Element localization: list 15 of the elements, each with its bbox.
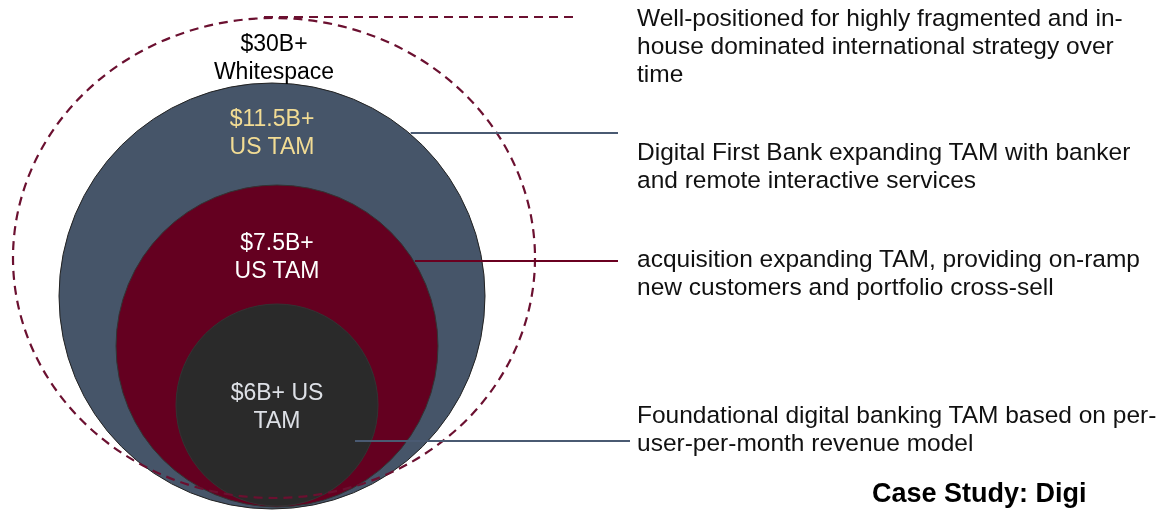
leader-line [409, 132, 619, 134]
annotation-text: acquisition expanding TAM, providing on-ramp new customers and portfolio cross-sell [637, 245, 1159, 301]
heading-text: Case Study: Digi [872, 478, 1087, 509]
dashed-circle [12, 17, 536, 499]
market-size-label: $6B+ US TAM [229, 378, 325, 434]
annotation-text: Well-positioned for highly fragmented and in-house dominated international strategy over time [637, 4, 1159, 88]
leader-line [354, 440, 631, 442]
annotation-text: Foundational digital banking TAM based on per-user-per-month revenue model [637, 401, 1159, 457]
market-size-label: $30B+ Whitespace [212, 29, 336, 85]
circle [175, 303, 379, 507]
annotation-text: Digital First Bank expanding TAM with banker and remote interactive services [637, 138, 1159, 194]
market-size-label: $7.5B+ US TAM [233, 228, 321, 284]
circle [115, 184, 439, 508]
leader-line [413, 260, 619, 262]
market-size-label: $11.5B+ US TAM [228, 104, 316, 160]
